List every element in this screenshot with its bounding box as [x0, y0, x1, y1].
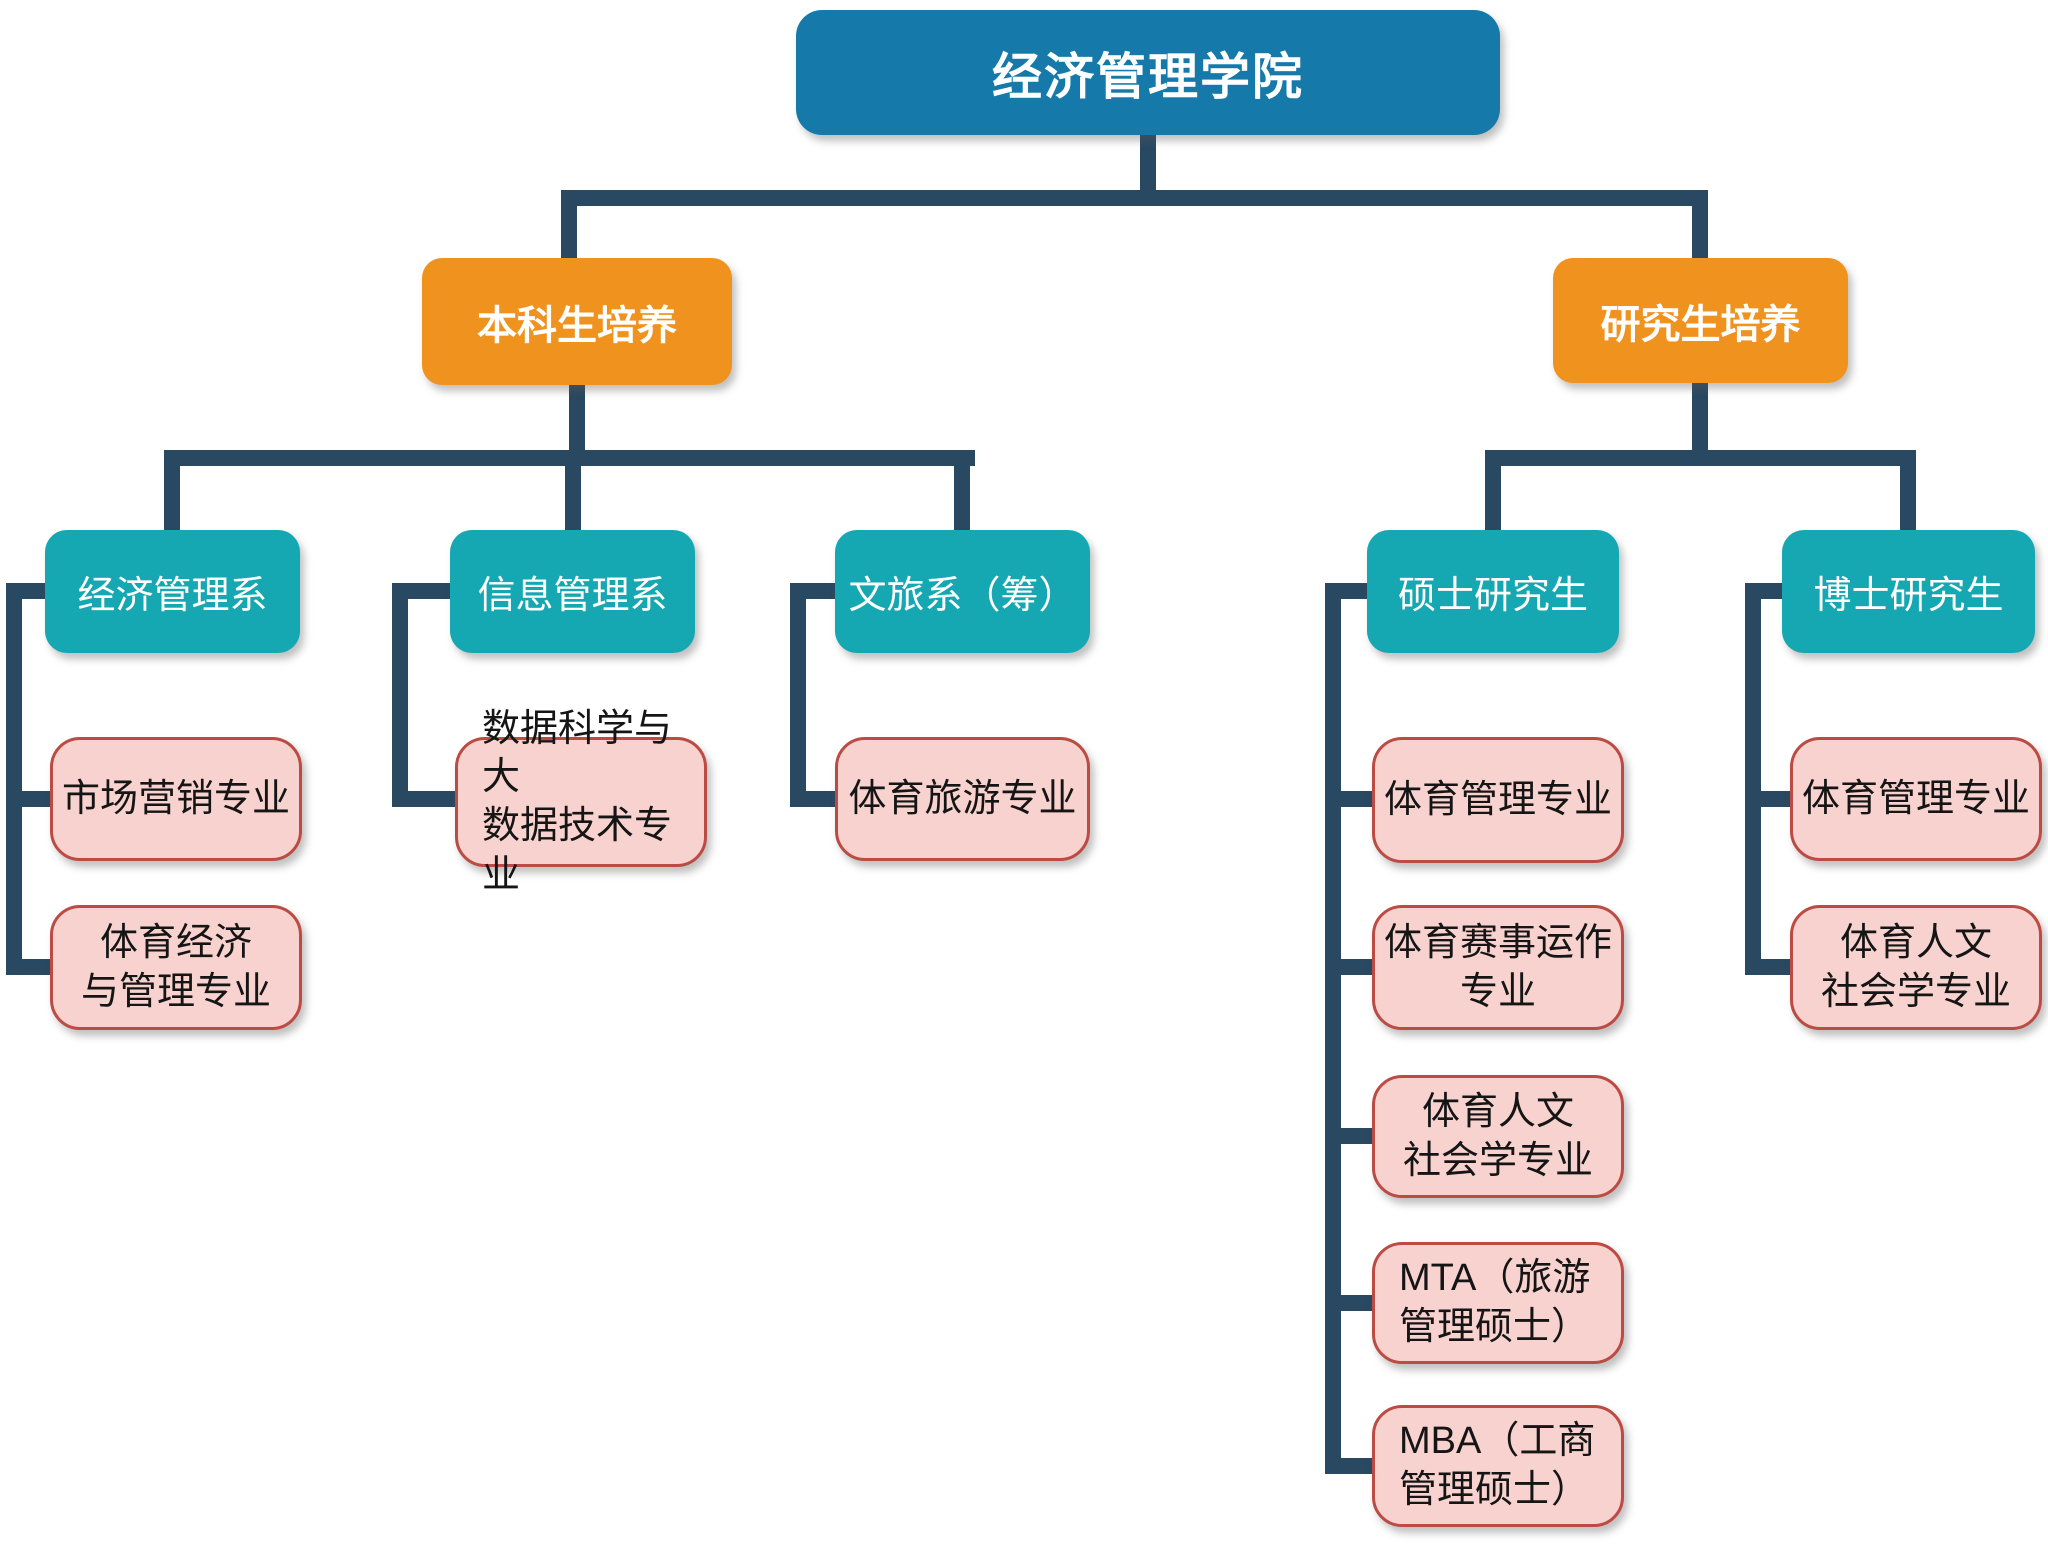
- node-dept-tourism: 文旅系（筹）: [835, 530, 1090, 653]
- node-dept-doctor: 博士研究生: [1782, 530, 2035, 653]
- connector-econ-stub-sports-econ: [6, 959, 56, 975]
- connector-tourism-stub-parent: [790, 583, 841, 599]
- connector-info-stub-parent: [392, 583, 456, 599]
- connector-root-feed: [1140, 133, 1156, 206]
- connector-drop-dept-econ: [164, 450, 180, 530]
- connector-master-stub-row1: [1325, 791, 1378, 807]
- connector-econ-stub-marketing: [6, 791, 56, 807]
- connector-master-rail: [1325, 583, 1341, 1474]
- connector-drop-undergrad: [561, 190, 577, 260]
- node-major-data-science: 数据科学与大 数据技术专业: [455, 708, 707, 896]
- node-major-ms-sports-mgmt: 体育管理专业: [1372, 737, 1624, 863]
- node-major-marketing: 市场营销专业: [50, 737, 302, 861]
- node-dept-master: 硕士研究生: [1367, 530, 1619, 653]
- connector-econ-rail: [6, 583, 22, 975]
- connector-grad-feed: [1692, 383, 1708, 466]
- connector-master-stub-row2: [1325, 959, 1378, 975]
- node-major-sports-tourism: 体育旅游专业: [835, 737, 1090, 861]
- connector-drop-dept-doctor: [1900, 450, 1916, 530]
- connector-drop-grad: [1692, 190, 1708, 260]
- node-major-sports-econ: 体育经济 与管理专业: [50, 905, 302, 1030]
- connector-doctor-stub-parent: [1745, 583, 1788, 599]
- connector-tourism-rail: [790, 583, 806, 807]
- connector-info-stub-data-science: [392, 791, 461, 807]
- node-dept-info: 信息管理系: [450, 530, 695, 653]
- connector-master-stub-row3: [1325, 1128, 1378, 1144]
- node-major-phd-sports-mgmt: 体育管理专业: [1790, 737, 2042, 861]
- connector-doctor-rail: [1745, 583, 1761, 975]
- connector-grad-bar: [1485, 450, 1916, 466]
- connector-master-stub-row5: [1325, 1458, 1378, 1474]
- node-dept-econ: 经济管理系: [45, 530, 300, 653]
- node-major-ms-humanities: 体育人文 社会学专业: [1372, 1075, 1624, 1198]
- connector-master-stub-parent: [1325, 583, 1373, 599]
- connector-undergrad-feed: [569, 385, 585, 466]
- connector-drop-dept-info: [565, 450, 581, 530]
- node-major-ms-event-ops: 体育赛事运作 专业: [1372, 905, 1624, 1030]
- node-root: 经济管理学院: [796, 10, 1500, 135]
- node-grad: 研究生培养: [1553, 258, 1848, 383]
- node-major-ms-mta: MTA（旅游 管理硕士）: [1372, 1242, 1624, 1364]
- connector-master-stub-row4: [1325, 1295, 1378, 1311]
- connector-info-rail: [392, 583, 408, 807]
- connector-drop-dept-master: [1485, 450, 1501, 530]
- connector-econ-stub-parent: [6, 583, 56, 599]
- node-undergrad: 本科生培养: [422, 258, 732, 385]
- node-major-phd-humanities: 体育人文 社会学专业: [1790, 905, 2042, 1030]
- connector-top-bar: [561, 190, 1708, 206]
- node-major-ms-mba: MBA（工商 管理硕士）: [1372, 1405, 1624, 1527]
- connector-tourism-stub-sports-tourism: [790, 791, 841, 807]
- connector-doctor-stub-row1: [1745, 791, 1796, 807]
- connector-doctor-stub-row2: [1745, 959, 1796, 975]
- connector-drop-dept-tourism: [954, 450, 970, 530]
